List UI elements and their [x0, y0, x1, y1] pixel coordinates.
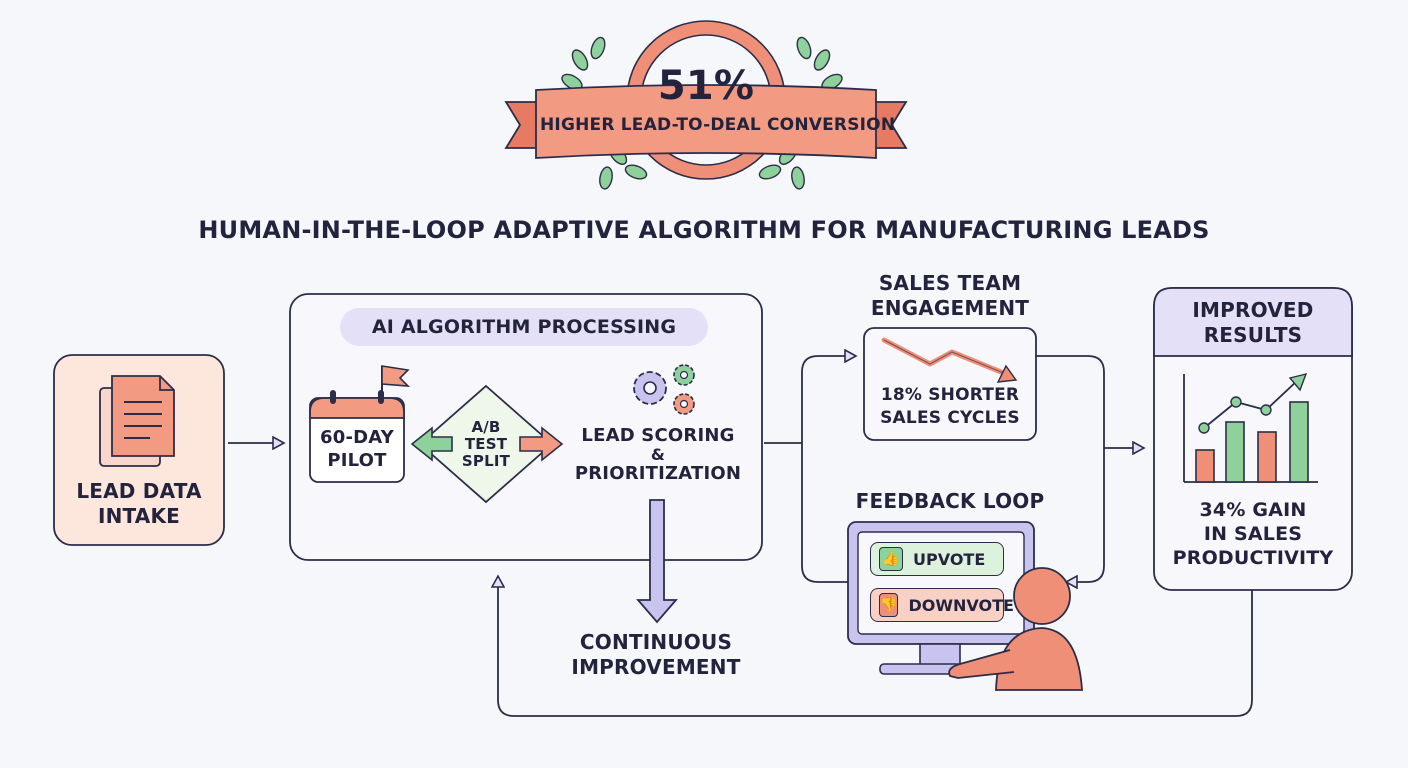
ab-split-icon [410, 384, 564, 504]
thumbs-down-icon: 👎 [879, 593, 899, 617]
laurel-icon [561, 36, 843, 190]
ribbon-badge-icon [504, 20, 908, 180]
sales-stat-line1: 18% SHORTER [880, 385, 1020, 405]
downvote-button[interactable]: 👎 DOWNVOTE [870, 588, 1014, 622]
intake-label-line2: INTAKE [97, 504, 181, 528]
sales-card [863, 327, 1037, 441]
continuous-line1: CONTINUOUS [579, 630, 733, 654]
ai-header-pill [340, 308, 708, 346]
scoring-line2: & [650, 445, 666, 464]
results-header-band [1153, 287, 1353, 357]
ai-header: AI ALGORITHM PROCESSING [371, 316, 677, 338]
results-stat-line1: 34% GAIN [1199, 499, 1307, 521]
connector-sales-to-feedback [1036, 355, 1105, 582]
results-stat-line2: IN SALES [1203, 523, 1303, 545]
thumbs-up-icon: 👍 [879, 547, 903, 571]
feedback-header: FEEDBACK LOOP [855, 489, 1045, 513]
scoring-line1: LEAD SCORING [581, 425, 735, 446]
ab-line2: TEST [464, 435, 508, 453]
page-title: HUMAN-IN-THE-LOOP ADAPTIVE ALGORITHM FOR… [198, 216, 1210, 244]
results-header-line1: IMPROVED [1192, 298, 1314, 322]
badge-caption: HIGHER LEAD-TO-DEAL CONVERSION [540, 115, 896, 135]
upvote-button[interactable]: 👍 UPVOTE [870, 542, 1004, 576]
sales-stat-line2: SALES CYCLES [880, 408, 1020, 428]
continuous-line2: IMPROVEMENT [571, 655, 741, 679]
gears-icon [633, 364, 695, 415]
loop-return-line [498, 576, 1253, 717]
connector-to-sales [801, 356, 856, 583]
trend-down-icon [881, 337, 1018, 383]
bar-chart-trend-up-icon [1183, 372, 1318, 483]
pilot-line2: PILOT [327, 450, 387, 471]
document-icon [99, 375, 175, 467]
upvote-label: UPVOTE [913, 549, 986, 569]
ab-line3: SPLIT [461, 452, 511, 470]
scoring-line3: PRIORITIZATION [574, 463, 742, 484]
downvote-label: DOWNVOTE [908, 595, 1014, 615]
results-header-line2: RESULTS [1203, 323, 1303, 347]
results-stat-line3: PRODUCTIVITY [1172, 547, 1334, 569]
ab-line1: A/B [471, 418, 501, 436]
sales-header-line1: SALES TEAM [878, 271, 1022, 295]
intake-label-line1: LEAD DATA [76, 479, 202, 503]
sales-header-line2: ENGAGEMENT [870, 296, 1030, 320]
calendar-flag-icon [309, 365, 411, 483]
arrow-down-to-improvement [636, 499, 678, 624]
person-icon [948, 567, 1083, 691]
pilot-line1: 60-DAY [320, 427, 394, 448]
badge-percent: 51% [657, 63, 755, 109]
